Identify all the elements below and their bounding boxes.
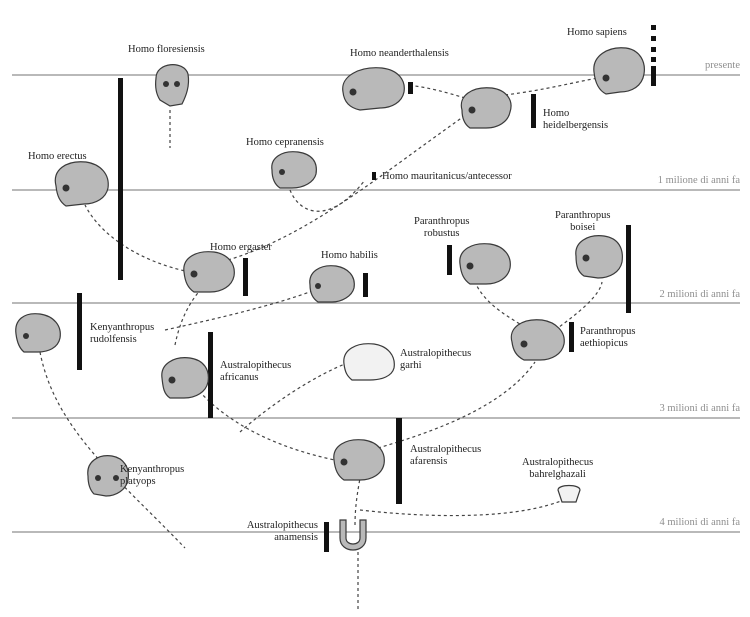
time-label-3-million: 3 milioni di anni fa	[659, 403, 741, 414]
label-aethiopicus: Paranthropus aethiopicus	[580, 326, 636, 349]
link-afarensis-bahrelghazali	[359, 497, 569, 517]
label-robustus: Paranthropus robustus	[414, 216, 470, 239]
skull-ergaster-icon	[183, 251, 235, 293]
skull-cepranensis-icon	[271, 151, 317, 189]
skull-africanus-icon	[161, 357, 209, 399]
label-africanus: Australopithecus africanus	[220, 360, 292, 383]
sapiens-dotted-continuation	[651, 25, 656, 62]
link-heidelbergensis-sapiens	[504, 77, 599, 96]
time-label-4-million: 4 milioni di anni fa	[659, 517, 741, 528]
label-garhi: Australopithecus garhi	[400, 348, 472, 371]
range-bar-aethiopicus	[569, 322, 574, 352]
label-neanderthalensis: Homo neanderthalensis	[350, 48, 449, 59]
label-sapiens: Homo sapiens	[567, 27, 627, 38]
skull-platyops-icon	[87, 455, 129, 497]
label-floresiensis: Homo floresiensis	[128, 44, 205, 55]
skull-floresiensis-icon	[155, 64, 190, 107]
label-afarensis: Australopithecus afarensis	[410, 444, 482, 467]
label-rudolfensis: Kenyanthropus rudolfensis	[90, 322, 155, 345]
skull-bahrelghazali-icon	[557, 484, 581, 503]
time-label-present: presente	[705, 60, 740, 71]
range-bar-mauritanicus	[372, 172, 376, 180]
skull-erectus-icon	[54, 161, 109, 207]
range-bar-afarensis	[396, 418, 402, 504]
link-platyops	[39, 351, 186, 549]
skull-aethiopicus-icon	[510, 319, 565, 361]
skull-habilis-icon	[309, 265, 355, 303]
link-rudolfensis-habilis	[164, 289, 316, 331]
link-aethiopicus-boisei	[554, 281, 603, 331]
time-label-2-million: 2 milioni di anni fa	[659, 289, 741, 300]
jaw-anamensis-icon	[339, 519, 367, 551]
range-bars	[77, 66, 656, 552]
label-ergaster: Homo ergaster	[210, 242, 272, 253]
range-bar-robustus	[447, 245, 452, 275]
label-anamensis: Australopithecus anamensis	[246, 520, 318, 543]
range-bar-erectus	[118, 78, 123, 280]
link-anamensis-afarensis	[354, 477, 361, 526]
skull-boisei-icon	[575, 235, 623, 279]
label-cepranensis: Homo cepranensis	[246, 137, 324, 148]
label-habilis: Homo habilis	[321, 250, 378, 261]
skull-heidelbergensis-icon	[460, 87, 512, 129]
skull-illustrations	[15, 47, 645, 551]
skull-sapiens-icon	[593, 47, 645, 95]
skull-garhi-icon	[343, 343, 395, 381]
skull-neanderthalensis-icon	[342, 67, 405, 111]
link-cepranensis-mauritanicus	[289, 179, 366, 212]
link-africanus-garhi	[239, 361, 351, 433]
skull-afarensis-icon	[333, 439, 385, 481]
range-bar-anamensis	[324, 522, 329, 552]
label-erectus: Homo erectus	[28, 151, 87, 162]
range-bar-sapiens	[651, 66, 656, 86]
link-heidelbergensis-neanderthalensis	[414, 85, 466, 99]
label-mauritanicus: Homo mauritanicus/antecessor	[382, 171, 512, 182]
label-bahrelghazali: Australopithecus bahrelghazali	[522, 457, 594, 480]
time-label-1-million: 1 milione di anni fa	[657, 175, 740, 186]
range-bar-neanderthalensis	[408, 82, 413, 94]
link-afarensis-aethiopicus	[377, 361, 536, 449]
link-afarensis-africanus	[199, 391, 346, 463]
range-bar-boisei	[626, 225, 631, 313]
label-heidelbergensis: Homo heidelbergensis	[543, 108, 609, 131]
range-bar-africanus	[208, 332, 213, 418]
label-boisei: Paranthropus boisei	[555, 210, 611, 233]
link-ergaster-erectus	[84, 204, 191, 273]
range-bar-heidelbergensis	[531, 94, 536, 128]
range-bar-ergaster	[243, 258, 248, 296]
label-platyops: Kenyanthropus platyops	[120, 464, 185, 487]
skull-robustus-icon	[459, 243, 511, 285]
range-bar-habilis	[363, 273, 368, 297]
range-bar-rudolfensis	[77, 293, 82, 370]
skull-rudolfensis-icon	[15, 313, 61, 353]
link-rudolfensis-ergaster	[174, 284, 206, 346]
